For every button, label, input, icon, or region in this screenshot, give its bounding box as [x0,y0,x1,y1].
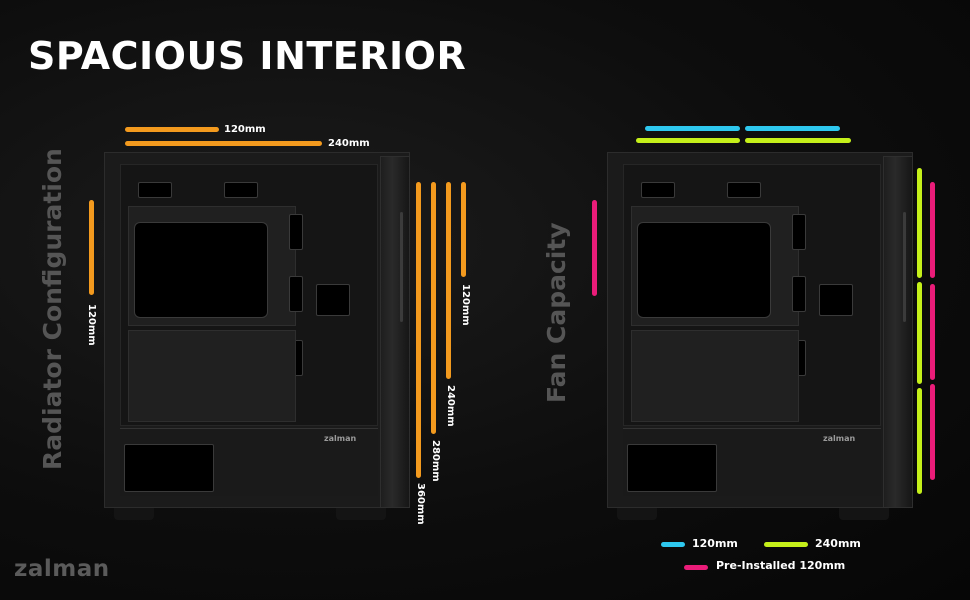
top-fan-120-bar [645,126,740,131]
case-logo: zalman [823,434,856,443]
front-fan-240-bar [917,282,922,384]
rear-radiator-120-bar [89,200,94,295]
case-foot [114,508,154,520]
top-fan-120-bar [745,126,840,131]
rear-radiator-120-label: 120mm [86,304,97,346]
top-fan-240-bar [636,138,740,143]
brand-logo: zalman [14,556,110,582]
front-light-strip [400,212,403,322]
legend-pink-swatch [684,565,708,570]
front-light-strip [903,212,906,322]
front-radiator-120-bar [461,182,466,277]
top-vent-hole [641,182,675,198]
psu-window [124,444,214,492]
cpu-cutout [637,222,771,318]
radiator-configuration-title: Radiator Configuration [38,148,67,470]
top-vent-hole [727,182,761,198]
front-radiator-280-bar [431,182,436,434]
front-preinstalled-fan-bar [930,384,935,480]
front-radiator-240-bar [446,182,451,379]
front-radiator-360-bar [416,182,421,478]
top-radiator-120-label: 120mm [224,124,266,135]
headline: SPACIOUS INTERIOR [28,34,467,78]
case-foot [839,508,889,520]
case-front-panel [883,156,913,508]
cable-grommet [289,214,303,250]
fan-capacity-title: Fan Capacity [542,222,571,403]
top-radiator-240-label: 240mm [328,138,370,149]
front-fan-240-bar [917,168,922,278]
legend-lime-swatch [764,542,808,547]
legend-cyan-swatch [661,542,685,547]
legend-pink-label: Pre-Installed 120mm [716,559,846,572]
front-radiator-360-label: 360mm [415,483,426,525]
case-logo: zalman [324,434,357,443]
cable-grommet [289,276,303,312]
lower-tray [631,330,799,422]
case-foot [617,508,657,520]
cable-grommet [792,214,806,250]
top-vent-hole [224,182,258,198]
cable-grommet [792,276,806,312]
front-radiator-120-label: 120mm [460,284,471,326]
case-front-panel [380,156,410,508]
drive-cutout [819,284,853,316]
front-fan-240-bar [917,388,922,494]
front-preinstalled-fan-bar [930,182,935,278]
front-radiator-280-label: 280mm [430,440,441,482]
front-preinstalled-fan-bar [930,284,935,380]
rear-preinstalled-fan-bar [592,200,597,296]
front-radiator-240-label: 240mm [445,385,456,427]
top-fan-240-bar [745,138,851,143]
lower-tray [128,330,296,422]
legend-cyan-label: 120mm [692,537,738,550]
drive-cutout [316,284,350,316]
case-foot [336,508,386,520]
legend-lime-label: 240mm [815,537,861,550]
pc-case-right: zalman [607,152,917,522]
top-radiator-120-bar [125,127,219,132]
psu-window [627,444,717,492]
pc-case-left: zalman [104,152,414,522]
top-radiator-240-bar [125,141,322,146]
top-vent-hole [138,182,172,198]
cpu-cutout [134,222,268,318]
